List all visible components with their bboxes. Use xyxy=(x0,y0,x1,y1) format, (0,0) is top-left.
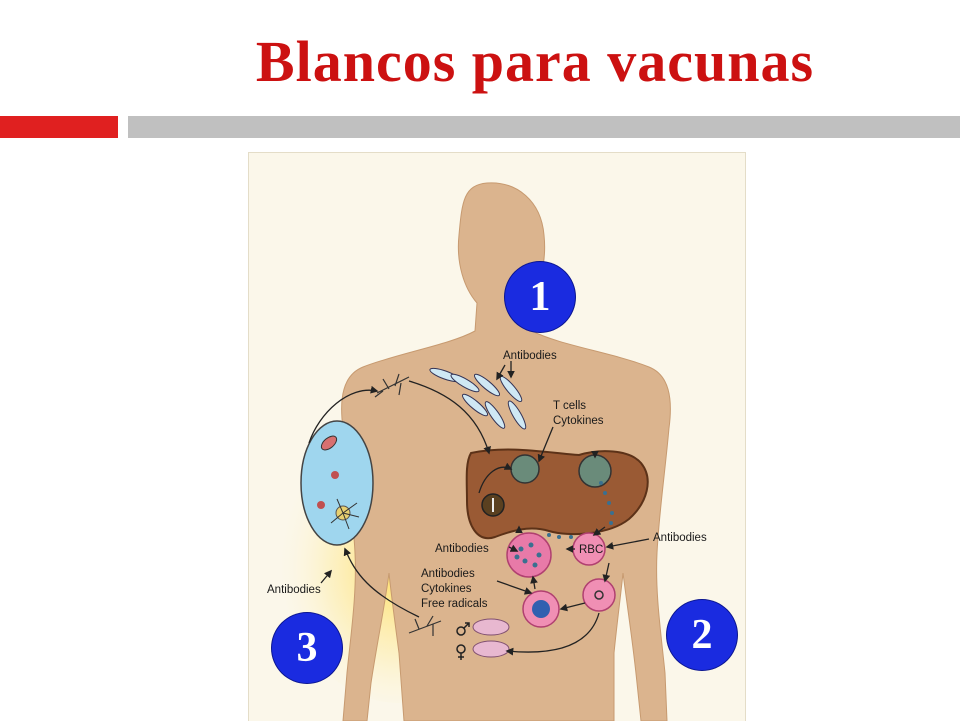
label-antibodies-right: Antibodies xyxy=(653,532,707,544)
mosquito-stage-oval xyxy=(300,420,374,546)
schizont-rbc xyxy=(506,532,552,578)
label-antibodies-left: Antibodies xyxy=(267,584,321,596)
male-symbol-icon xyxy=(456,622,470,636)
badge-1-number: 1 xyxy=(529,274,551,320)
malaria-lifecycle-diagram: Antibodies T cells Cytokines Antibodies … xyxy=(248,152,746,721)
badge-2-number: 2 xyxy=(691,612,713,658)
sporozoites xyxy=(429,367,527,430)
slide-title: Blancos para vacunas xyxy=(255,29,815,94)
merozoite-stream xyxy=(547,481,614,539)
ring-stage-rbc xyxy=(582,578,616,612)
badge-3-number: 3 xyxy=(296,625,318,671)
label-rbc: RBC xyxy=(579,544,603,556)
badge-1: 1 xyxy=(505,262,575,332)
label-antibodies-mid: Antibodies xyxy=(435,543,489,555)
badge-3: 3 xyxy=(272,613,342,683)
divider-bar xyxy=(128,116,960,138)
diagram-canvas: Antibodies T cells Cytokines Antibodies … xyxy=(267,182,707,721)
badge-2: 2 xyxy=(667,600,737,670)
label-antibodies-low: Antibodies xyxy=(421,568,475,580)
label-cytokines-1: Cytokines xyxy=(553,415,604,427)
accent-bar xyxy=(0,116,118,138)
mosquito-icon xyxy=(374,373,442,636)
liver-schizont-2 xyxy=(578,454,612,488)
label-t-cells: T cells xyxy=(553,400,586,412)
label-arrows xyxy=(496,361,650,595)
label-antibodies-top: Antibodies xyxy=(503,350,557,362)
cycle-arrows xyxy=(308,364,611,656)
liver-schizont xyxy=(510,454,540,484)
gametocyte-female xyxy=(472,640,510,658)
gametocyte-male xyxy=(472,618,510,636)
female-symbol-icon xyxy=(456,644,466,660)
label-free-radicals: Free radicals xyxy=(421,598,488,610)
label-cytokines-2: Cytokines xyxy=(421,583,472,595)
